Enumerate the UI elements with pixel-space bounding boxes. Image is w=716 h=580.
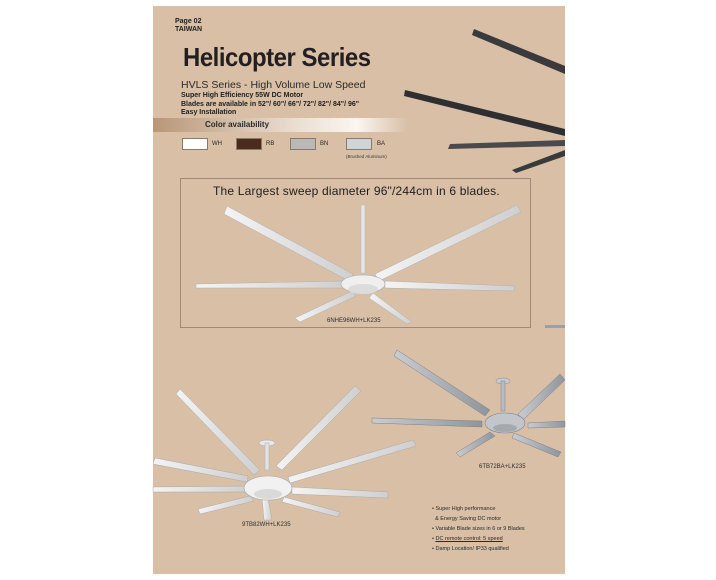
feature-item: • Damp Location/ IP33 qualified bbox=[432, 546, 509, 552]
model-label-6tb72: 6TB72BA+LK235 bbox=[479, 464, 526, 470]
series-title: Helicopter Series bbox=[183, 42, 371, 72]
swatch-wh bbox=[182, 138, 208, 150]
spec-item: Super High Efficiency 55W DC Motor bbox=[181, 92, 304, 99]
color-availability-heading: Color availability bbox=[205, 120, 270, 129]
feature-list: • Super High performance & Energy Saving… bbox=[432, 504, 525, 554]
feature-item: • DC remote control: 5 speed bbox=[432, 536, 503, 542]
page-label: Page 02 TAIWAN bbox=[175, 18, 202, 34]
swatch-ba bbox=[346, 138, 372, 150]
color-availability-band bbox=[153, 118, 408, 132]
fan-9-blade-white-image bbox=[152, 385, 417, 521]
series-subtitle: HVLS Series - High Volume Low Speed bbox=[181, 79, 366, 91]
feature-item: • Super High performance bbox=[432, 506, 496, 512]
feature-box bbox=[180, 178, 531, 328]
spec-list: Super High Efficiency 55W DC Motor Blade… bbox=[181, 92, 359, 118]
swatch-label-ba: BA bbox=[377, 141, 386, 147]
feature-item: & Energy Saving DC motor bbox=[435, 516, 502, 522]
dark-fan-image bbox=[404, 29, 565, 173]
fan-6-blade-aluminum-image bbox=[371, 325, 566, 458]
swatch-bn bbox=[290, 138, 316, 150]
page-number: Page 02 bbox=[175, 18, 202, 25]
model-label-6nhe96: 6NHE96WH+LK235 bbox=[327, 318, 381, 324]
swatch-label-wh: WH bbox=[212, 141, 222, 147]
spec-item: Easy Installation bbox=[181, 109, 237, 116]
model-label-9tb82: 9TB82WH+LK235 bbox=[242, 522, 291, 528]
feature-headline: The Largest sweep diameter 96"/244cm in … bbox=[213, 184, 500, 198]
swatch-rb bbox=[236, 138, 262, 150]
fan-6-blade-white-image bbox=[195, 204, 522, 325]
feature-item: • Variable Blade sizes in 6 or 9 Blades bbox=[432, 526, 525, 532]
page-region: TAIWAN bbox=[175, 26, 203, 33]
swatch-label-rb: RB bbox=[266, 141, 275, 147]
brushed-aluminum-note: (Brushed Aluminum) bbox=[346, 154, 387, 159]
swatch-label-bn: BN bbox=[320, 141, 329, 147]
spec-item: Blades are available in 52"/ 60"/ 66"/ 7… bbox=[181, 100, 360, 108]
